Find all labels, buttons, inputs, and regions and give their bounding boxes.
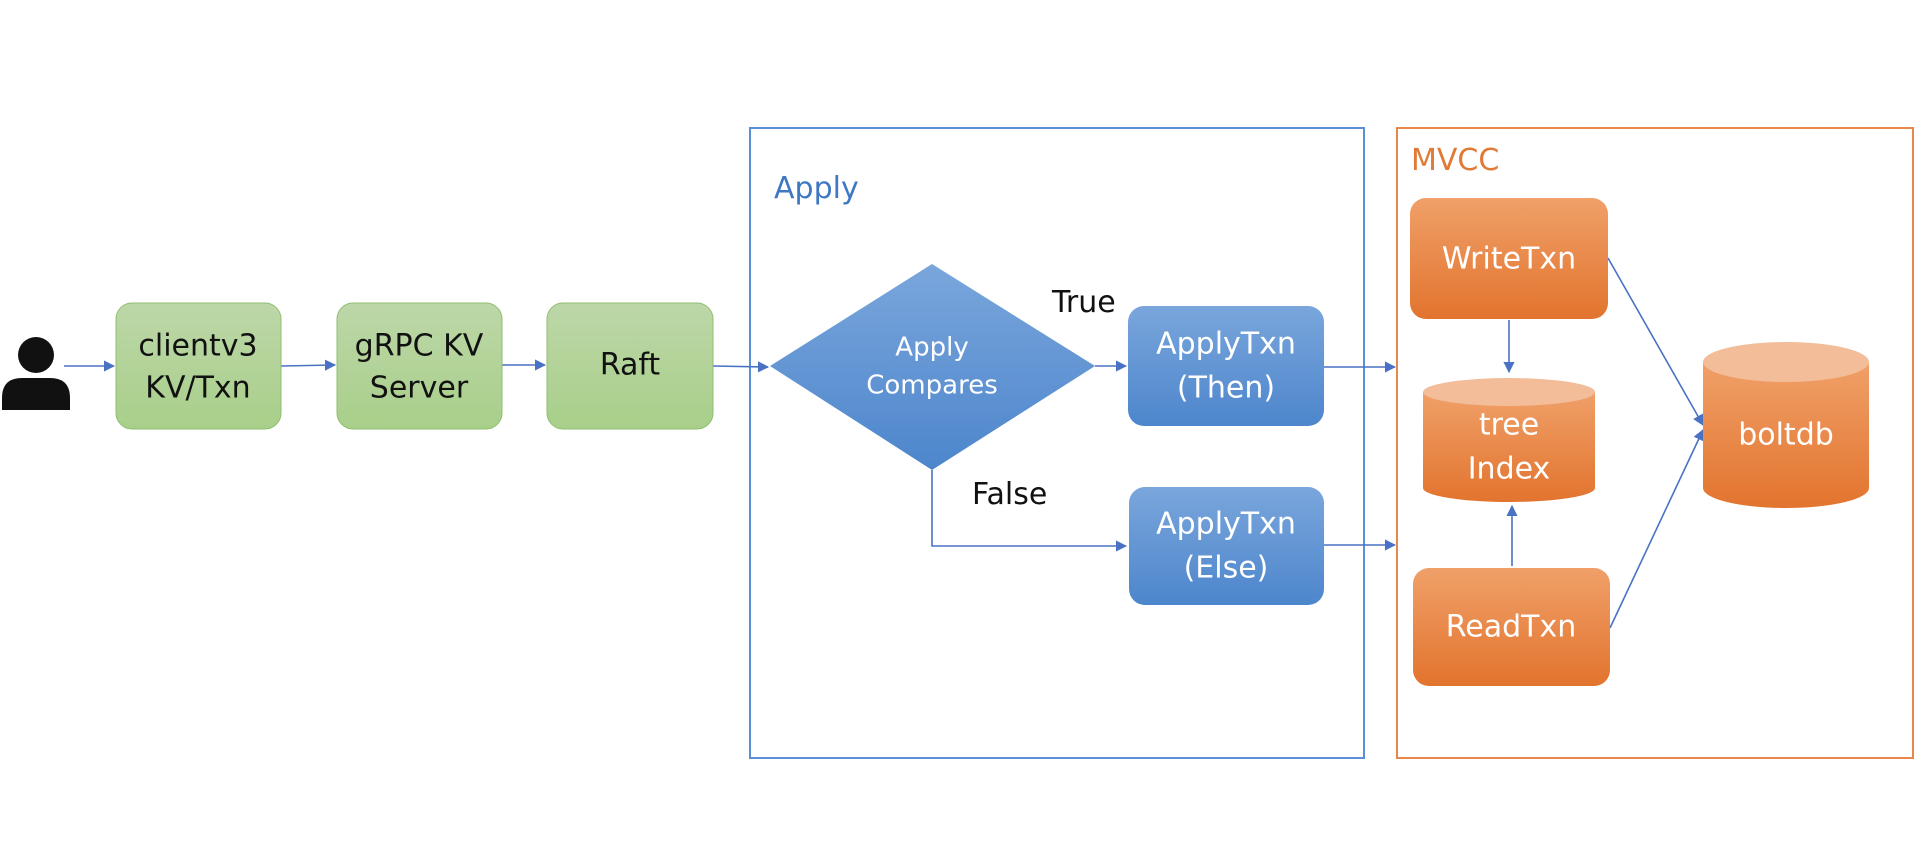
edge-readtxn-boltdb <box>1609 428 1704 629</box>
node-tree-index-label-line1: tree <box>1479 408 1539 443</box>
node-clientv3-shape <box>115 302 282 430</box>
node-writetxn-label: WriteTxn <box>1442 242 1576 277</box>
node-grpc-server: gRPC KV Server <box>336 302 503 430</box>
node-clientv3: clientv3 KV/Txn <box>115 302 282 430</box>
node-applytxn-then-label-line1: ApplyTxn <box>1156 327 1296 362</box>
node-raft-shape <box>546 302 714 430</box>
node-applytxn-then-label-line2: (Then) <box>1177 371 1275 406</box>
node-writetxn: WriteTxn <box>1410 198 1608 319</box>
node-applytxn-else-label-line2: (Else) <box>1184 551 1269 586</box>
apply-group-border <box>749 127 1365 759</box>
node-grpc-server-label-line1: gRPC KV <box>355 329 484 364</box>
node-readtxn-label: ReadTxn <box>1446 610 1576 645</box>
node-readtxn: ReadTxn <box>1413 568 1610 686</box>
node-boltdb: boltdb <box>1703 342 1869 508</box>
edge-compare-else <box>931 470 1128 552</box>
apply-group-title: Apply <box>774 171 859 206</box>
mvcc-group-border <box>1396 127 1914 759</box>
apply-group: Apply <box>749 127 1365 759</box>
node-apply-compares-label-line2: Compares <box>866 371 998 401</box>
node-raft-label: Raft <box>600 348 661 383</box>
node-applytxn-else: ApplyTxn (Else) <box>1129 487 1324 605</box>
user-icon <box>2 337 70 410</box>
node-grpc-server-shape <box>336 302 503 430</box>
mvcc-group-title: MVCC <box>1411 143 1499 178</box>
edge-label-false: False <box>972 477 1047 512</box>
node-apply-compares-label-line1: Apply <box>895 333 968 363</box>
node-applytxn-else-label-line1: ApplyTxn <box>1156 507 1296 542</box>
mvcc-group: MVCC <box>1396 127 1914 759</box>
node-tree-index-top <box>1423 378 1595 406</box>
node-apply-compares-shape <box>770 264 1095 470</box>
node-writetxn-shape <box>1410 198 1608 319</box>
edge-label-true: True <box>1051 285 1116 320</box>
node-tree-index: tree Index <box>1423 378 1595 502</box>
node-applytxn-then-shape <box>1128 306 1324 426</box>
node-tree-index-body <box>1423 392 1595 502</box>
edge-writetxn-boltdb <box>1607 257 1704 426</box>
node-readtxn-shape <box>1413 568 1610 686</box>
node-applytxn-then: ApplyTxn (Then) <box>1128 306 1324 426</box>
node-clientv3-label-line2: KV/Txn <box>145 371 250 406</box>
edges <box>64 257 1704 629</box>
node-apply-compares: Apply Compares <box>770 264 1095 470</box>
node-clientv3-label-line1: clientv3 <box>138 329 257 364</box>
node-boltdb-body <box>1703 362 1869 508</box>
node-boltdb-label: boltdb <box>1738 418 1834 453</box>
edge-clientv3-grpc <box>280 359 337 371</box>
node-boltdb-top <box>1703 342 1869 382</box>
node-applytxn-else-shape <box>1129 487 1324 605</box>
node-tree-index-label-line2: Index <box>1468 452 1551 487</box>
edge-raft-compare <box>712 361 770 373</box>
node-grpc-server-label-line2: Server <box>370 371 469 406</box>
node-raft: Raft <box>546 302 714 430</box>
